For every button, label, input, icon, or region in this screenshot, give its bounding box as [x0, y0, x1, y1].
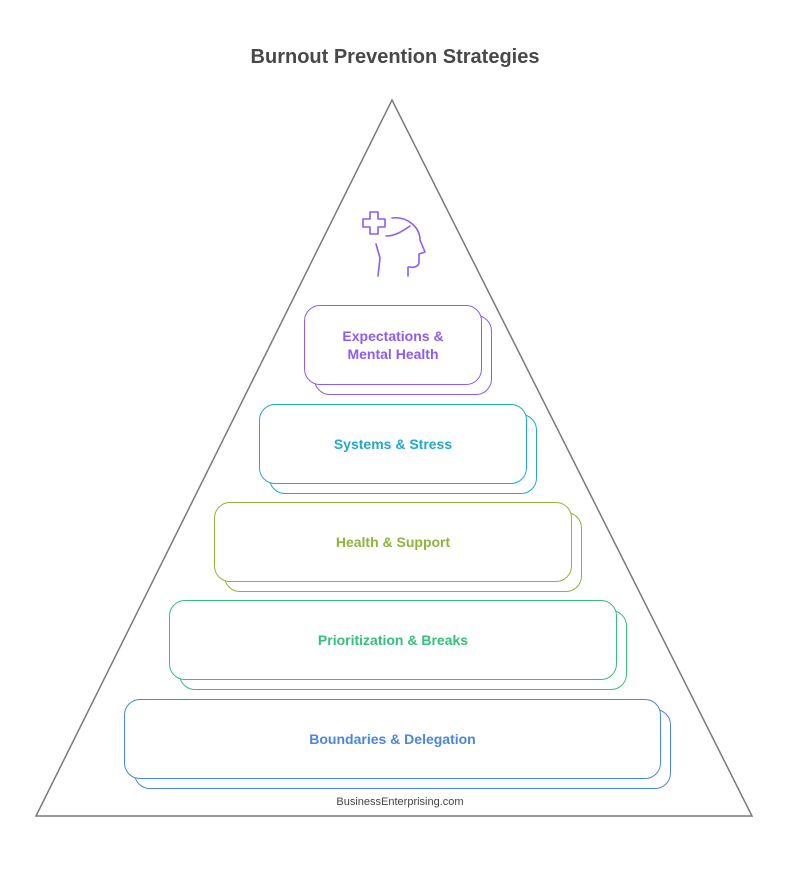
- tier-box: Prioritization & Breaks: [169, 600, 617, 680]
- tier-boundaries-delegation: Boundaries & Delegation: [124, 699, 671, 789]
- tier-label-line2: Mental Health: [347, 346, 439, 362]
- mental-health-head-icon: [362, 211, 426, 277]
- diagram-title: Burnout Prevention Strategies: [250, 46, 540, 68]
- tier-box: Systems & Stress: [259, 404, 527, 484]
- tier-label: Prioritization & Breaks: [317, 632, 469, 648]
- footer-source: BusinessEnterprising.com: [336, 796, 464, 808]
- tier-box: Health & Support: [214, 502, 572, 582]
- tier-label-line1: Expectations &: [342, 328, 444, 344]
- tier-label: Boundaries & Delegation: [309, 731, 476, 747]
- tier-prioritization-breaks: Prioritization & Breaks: [169, 600, 627, 690]
- tier-health-support: Health & Support: [214, 502, 582, 592]
- tier-label: Systems & Stress: [333, 436, 453, 452]
- tier-box: Expectations & Mental Health: [304, 305, 482, 385]
- tier-label: Health & Support: [335, 534, 451, 550]
- tier-systems-stress: Systems & Stress: [259, 404, 537, 494]
- tier-box: Boundaries & Delegation: [124, 699, 661, 779]
- tier-expectations-mental-health: Expectations & Mental Health: [304, 305, 492, 395]
